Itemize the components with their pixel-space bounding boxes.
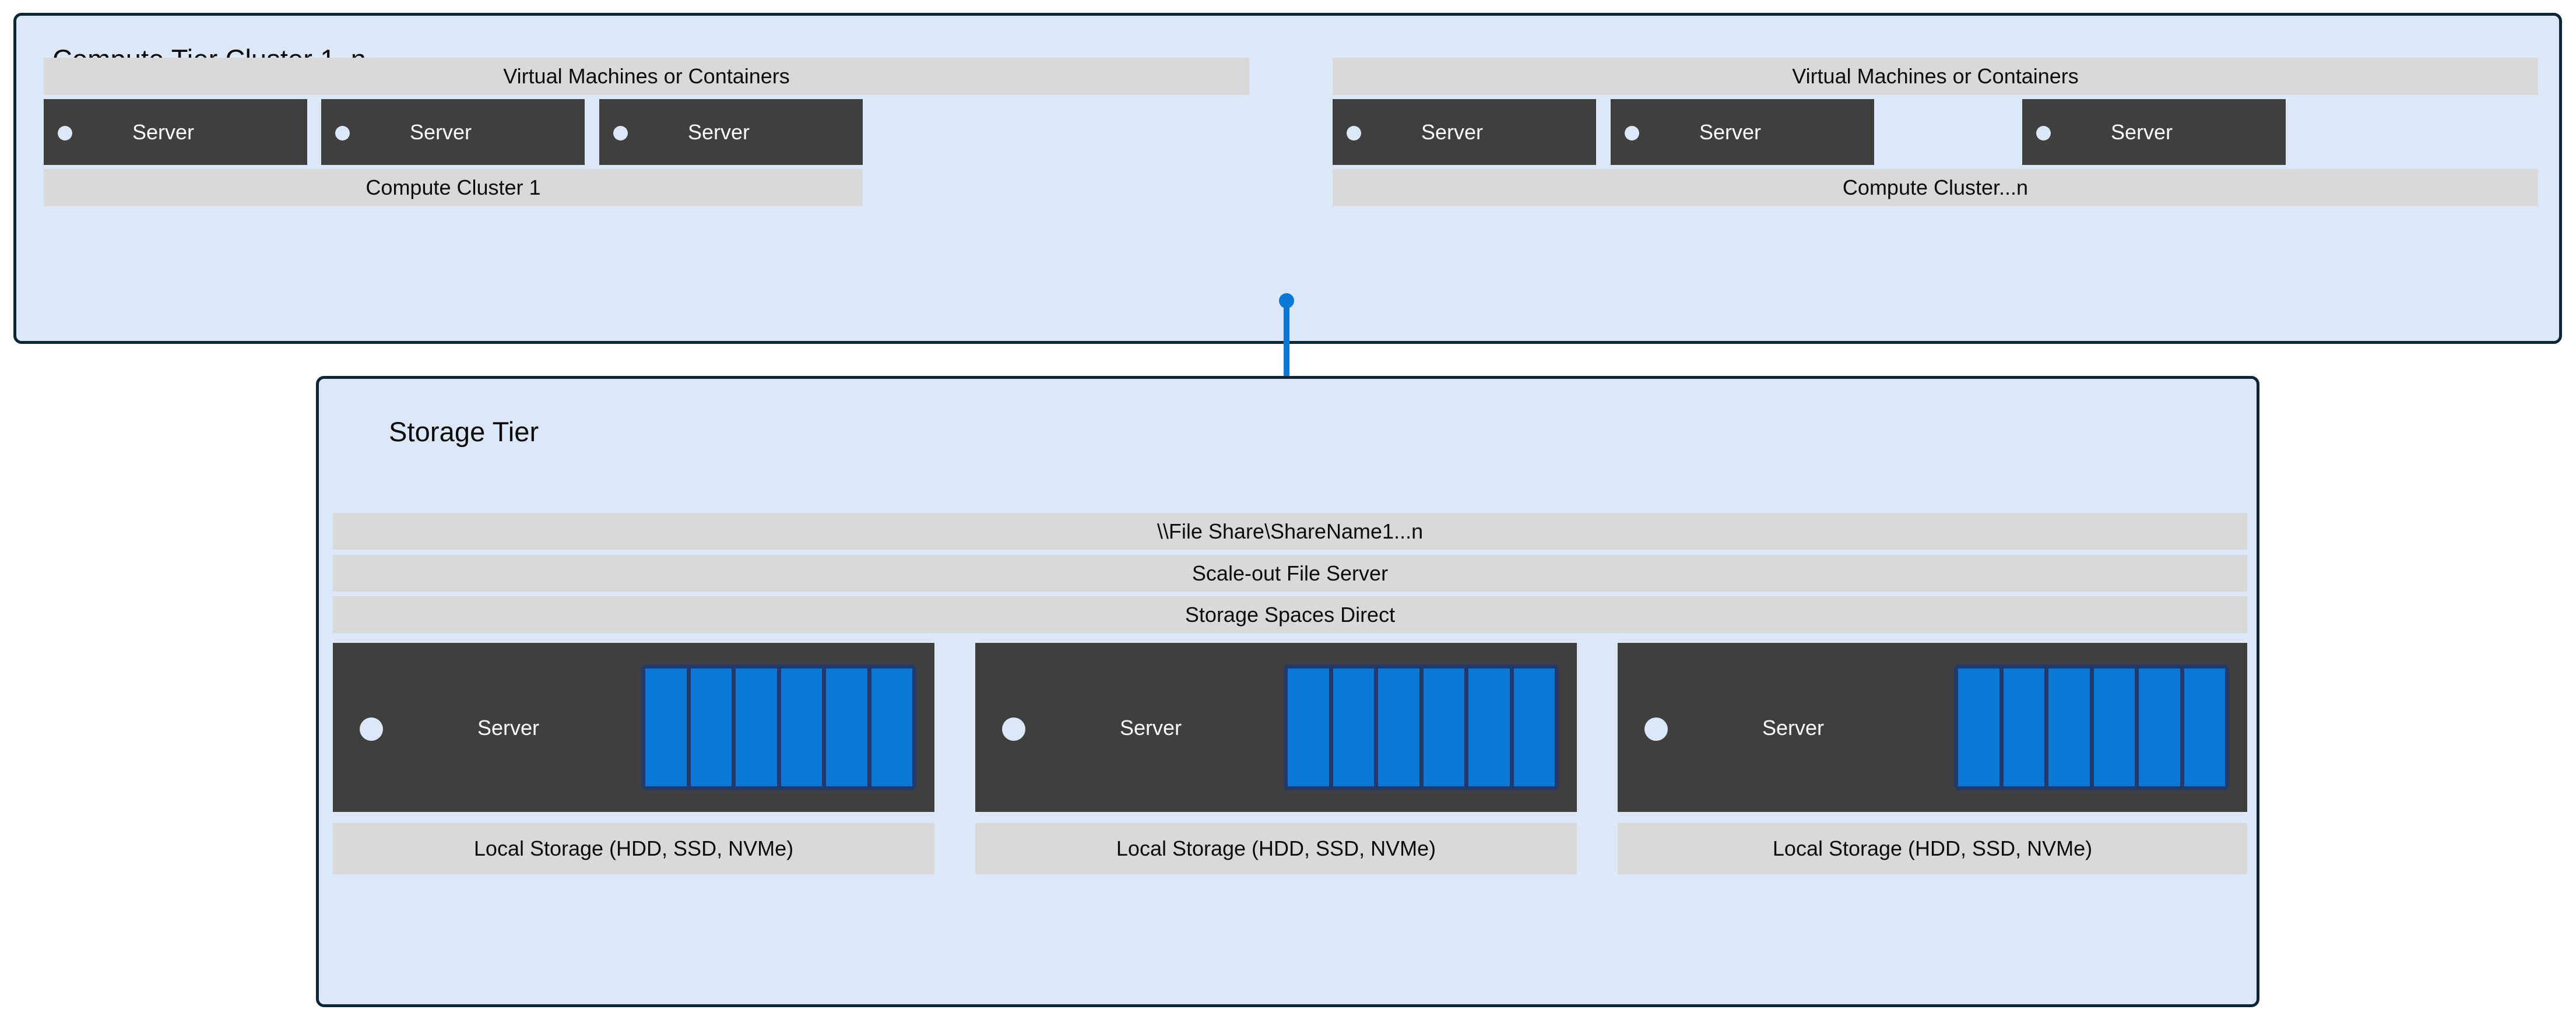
compute-tier-panel: Compute Tier Cluster 1..n Virtual Machin… bbox=[13, 13, 2562, 344]
disk-bar bbox=[826, 669, 867, 786]
disk-bar bbox=[781, 669, 822, 786]
status-led-icon bbox=[1625, 126, 1639, 140]
cluster-1-vm-bar: Virtual Machines or Containers bbox=[44, 58, 1249, 95]
server-label: Server bbox=[410, 120, 472, 144]
status-led-icon bbox=[360, 717, 383, 741]
server-label: Server bbox=[132, 120, 195, 144]
status-led-icon bbox=[58, 126, 72, 140]
file-share-bar: \\File Share\ShareName1...n bbox=[333, 513, 2247, 550]
cluster-1-server-3[interactable]: Server bbox=[599, 99, 863, 165]
server-label: Server bbox=[688, 120, 750, 144]
connector-line bbox=[1284, 300, 1289, 414]
cluster-1-label-bar: Compute Cluster 1 bbox=[44, 169, 863, 206]
status-led-icon bbox=[613, 126, 628, 140]
storage-spaces-direct-bar: Storage Spaces Direct bbox=[333, 596, 2247, 633]
cluster-n-server-3[interactable]: Server bbox=[2022, 99, 2286, 165]
cluster-n-vm-bar: Virtual Machines or Containers bbox=[1333, 58, 2538, 95]
server-label: Server bbox=[1762, 716, 1825, 740]
status-led-icon bbox=[2036, 126, 2051, 140]
cluster-n-label-bar: Compute Cluster...n bbox=[1333, 169, 2538, 206]
server-label: Server bbox=[2111, 120, 2173, 144]
storage-node-1-local-storage-bar: Local Storage (HDD, SSD, NVMe) bbox=[333, 823, 934, 874]
disk-bar bbox=[1423, 669, 1464, 786]
disk-bar bbox=[1513, 669, 1555, 786]
disk-bar bbox=[1288, 669, 1329, 786]
status-led-icon bbox=[335, 126, 350, 140]
storage-node-1-server[interactable]: Server bbox=[333, 643, 934, 812]
server-label: Server bbox=[1699, 120, 1762, 144]
storage-node-1-disk-array bbox=[641, 664, 916, 790]
storage-tier-panel: Storage Tier \\File Share\ShareName1...n… bbox=[316, 376, 2259, 1007]
disk-bar bbox=[1378, 669, 1419, 786]
disk-bar bbox=[2184, 669, 2225, 786]
storage-node-3-disk-array bbox=[1954, 664, 2229, 790]
scale-out-file-server-bar: Scale-out File Server bbox=[333, 555, 2247, 592]
storage-node-2-local-storage-bar: Local Storage (HDD, SSD, NVMe) bbox=[975, 823, 1577, 874]
disk-bar bbox=[2048, 669, 2090, 786]
cluster-1-server-2[interactable]: Server bbox=[321, 99, 585, 165]
disk-bar bbox=[1333, 669, 1374, 786]
disk-bar bbox=[1468, 669, 1510, 786]
storage-tier-title: Storage Tier bbox=[389, 416, 539, 447]
storage-node-2-server[interactable]: Server bbox=[975, 643, 1577, 812]
server-label: Server bbox=[477, 716, 540, 740]
disk-bar bbox=[1958, 669, 1999, 786]
storage-node-3-local-storage-bar: Local Storage (HDD, SSD, NVMe) bbox=[1618, 823, 2247, 874]
server-label: Server bbox=[1421, 120, 1484, 144]
status-led-icon bbox=[1644, 717, 1668, 741]
disk-bar bbox=[2093, 669, 2135, 786]
storage-node-3-server[interactable]: Server bbox=[1618, 643, 2247, 812]
disk-bar bbox=[871, 669, 912, 786]
cluster-1-server-1[interactable]: Server bbox=[44, 99, 307, 165]
status-led-icon bbox=[1002, 717, 1025, 741]
storage-node-2-disk-array bbox=[1284, 664, 1559, 790]
disk-bar bbox=[736, 669, 777, 786]
server-label: Server bbox=[1120, 716, 1182, 740]
cluster-n-server-2[interactable]: Server bbox=[1611, 99, 1874, 165]
status-led-icon bbox=[1347, 126, 1361, 140]
disk-bar bbox=[2139, 669, 2180, 786]
disk-bar bbox=[645, 669, 687, 786]
disk-bar bbox=[690, 669, 732, 786]
disk-bar bbox=[2003, 669, 2044, 786]
cluster-n-server-1[interactable]: Server bbox=[1333, 99, 1596, 165]
